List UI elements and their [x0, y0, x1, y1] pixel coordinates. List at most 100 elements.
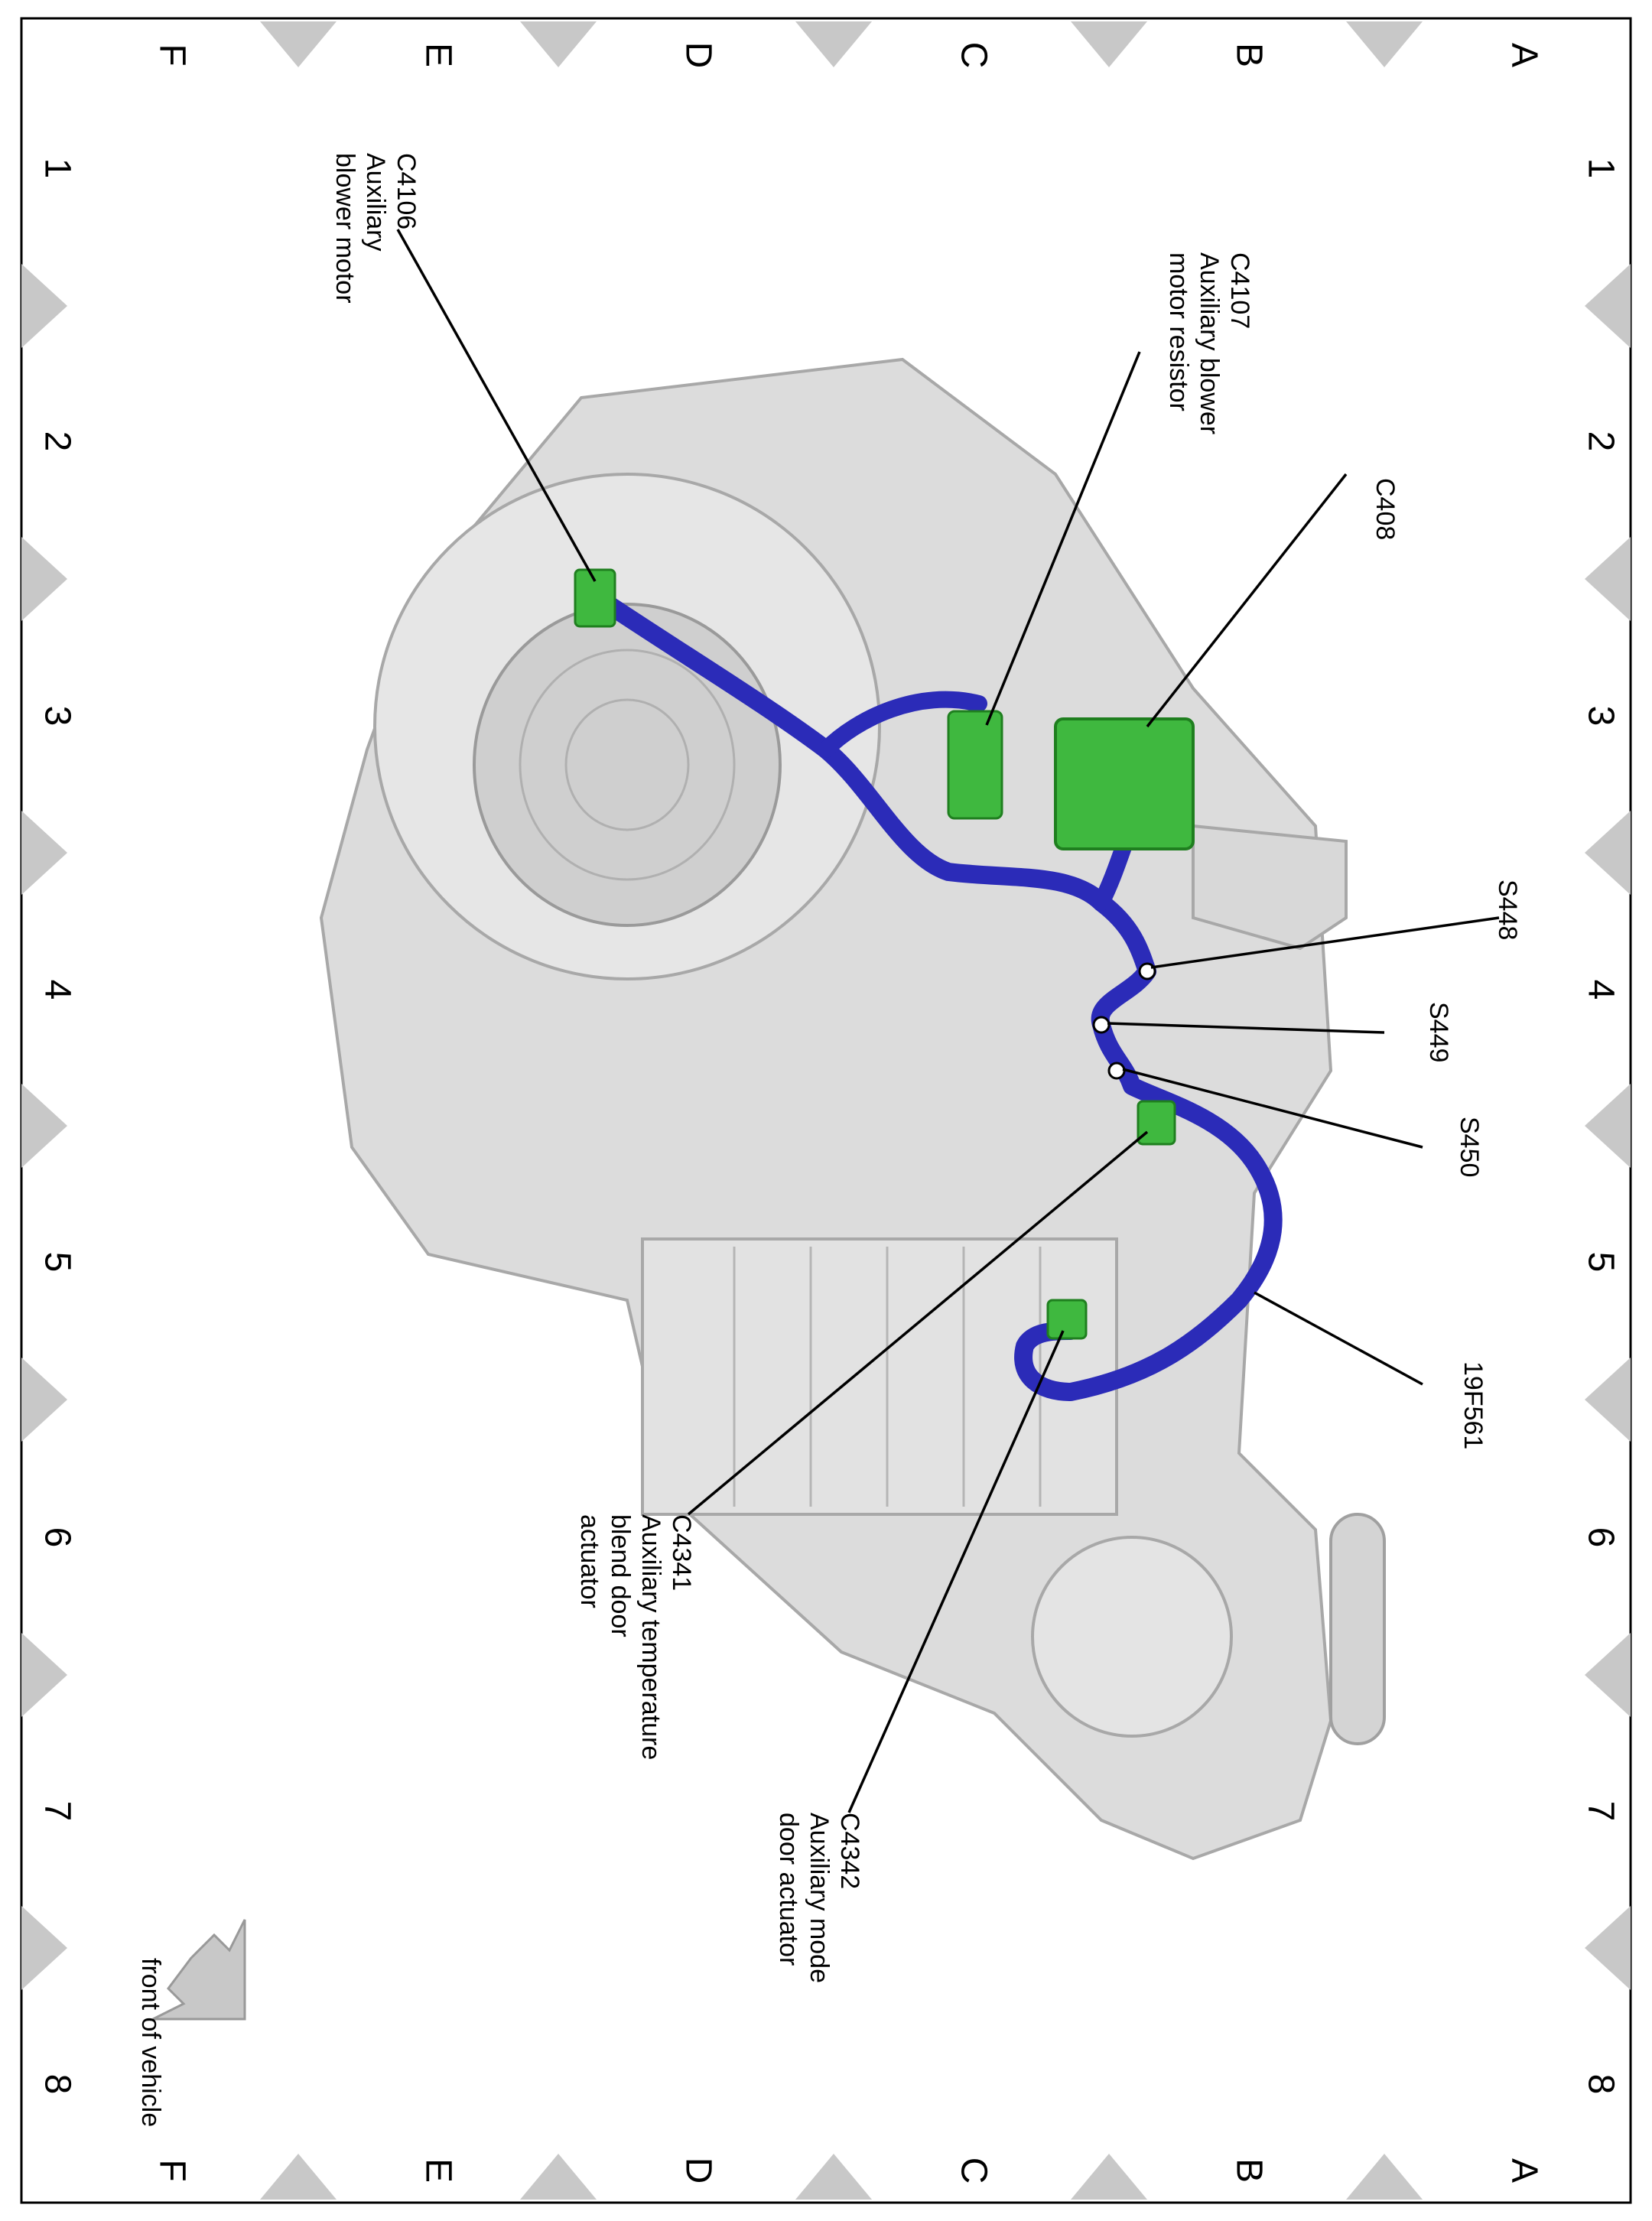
wiring-harness-19f561 — [587, 587, 1283, 1401]
column-label-5: 5 — [37, 1252, 77, 1273]
border-marker-right — [1585, 537, 1631, 621]
row-label-d: D — [678, 2158, 718, 2184]
callout-c4106-line-2: Auxiliary — [361, 153, 390, 251]
row-label-b: B — [1228, 2158, 1269, 2183]
column-label-1: 1 — [37, 158, 77, 179]
column-label-3: 3 — [1580, 706, 1621, 727]
column-label-4: 4 — [37, 980, 77, 1000]
hvac-housing-illustration — [319, 357, 1386, 1861]
callout-c4342-line-3: door actuator — [774, 1813, 803, 1966]
grid-markers — [21, 21, 1631, 2200]
column-label-8: 8 — [37, 2074, 77, 2095]
border-marker-right — [1585, 811, 1631, 895]
callout-c408: C408 — [1371, 478, 1400, 540]
front-of-vehicle-indicator: front of vehicle — [136, 1919, 246, 2127]
row-label-f: F — [151, 2159, 192, 2181]
callout-c4341-line-4: actuator — [575, 1514, 604, 1608]
callout-s448-line-1: S448 — [1493, 880, 1522, 940]
callout-c4342-line-2: Auxiliary mode — [805, 1813, 834, 1983]
harness-branch-resistor — [818, 691, 987, 758]
callout-c4341-line-2: Auxiliary temperature — [636, 1514, 665, 1760]
row-label-c: C — [953, 2158, 993, 2184]
row-label-d: D — [678, 42, 718, 69]
callout-c408-line-1: C408 — [1371, 478, 1400, 540]
callout-19f561-line-1: 19F561 — [1459, 1361, 1488, 1449]
callout-s450-line-1: S450 — [1455, 1117, 1484, 1177]
leader-c4341 — [687, 1130, 1149, 1516]
front-of-vehicle-arrow — [152, 1919, 246, 2021]
border-marker-bottom — [520, 2154, 597, 2200]
callout-s449-line-1: S449 — [1424, 1002, 1453, 1062]
callout-c4107-line-1: C4107 — [1225, 252, 1254, 329]
connector-c4341 — [1137, 1100, 1176, 1146]
callout-s449: S449 — [1424, 1002, 1453, 1062]
connector-c4107 — [947, 710, 1003, 820]
blower-wheel-ring — [519, 649, 736, 881]
border-marker-bottom — [1346, 2154, 1423, 2200]
leader-c4342 — [847, 1330, 1065, 1813]
leader-lines — [396, 229, 1500, 1813]
callout-c4341-line-3: blend door — [606, 1514, 635, 1637]
border-marker-top — [1346, 21, 1423, 67]
leader-19f561 — [1254, 1291, 1423, 1386]
leader-c4106 — [396, 229, 597, 582]
connector-c4342 — [1046, 1299, 1088, 1340]
connector-c4106 — [574, 568, 616, 628]
callout-c4107-line-2: Auxiliary blower — [1195, 252, 1224, 434]
callout-c4106-line-3: blower motor — [330, 153, 359, 304]
row-label-c: C — [953, 42, 993, 69]
connector-c408 — [1054, 717, 1195, 850]
column-label-7: 7 — [37, 1801, 77, 1822]
leader-c408 — [1146, 473, 1348, 728]
row-label-a: A — [1504, 2158, 1544, 2183]
column-label-2: 2 — [37, 431, 77, 452]
column-label-2: 2 — [1580, 431, 1621, 452]
column-label-6: 6 — [1580, 1527, 1621, 1548]
border-marker-left — [21, 1633, 67, 1717]
column-label-6: 6 — [37, 1527, 77, 1548]
border-marker-right — [1585, 264, 1631, 348]
column-label-7: 7 — [1580, 1801, 1621, 1822]
border-marker-bottom — [260, 2154, 337, 2200]
callout-c4342-line-1: C4342 — [835, 1813, 864, 1889]
mounting-bracket — [1192, 824, 1348, 951]
column-label-3: 3 — [37, 706, 77, 727]
callout-19f561: 19F561 — [1459, 1361, 1488, 1449]
row-label-a: A — [1504, 43, 1544, 67]
border-marker-right — [1585, 1084, 1631, 1168]
leader-c4107 — [985, 351, 1141, 726]
front-of-vehicle-label: front of vehicle — [136, 1958, 165, 2127]
splice-s450 — [1107, 1062, 1126, 1080]
leader-s448 — [1150, 916, 1500, 969]
callout-c4341-line-1: C4341 — [667, 1514, 696, 1591]
row-label-e: E — [418, 43, 458, 67]
mode-door-housing — [1031, 1536, 1233, 1738]
leader-s449 — [1107, 1022, 1385, 1034]
heater-pipe — [1329, 1513, 1386, 1745]
splice-s449 — [1092, 1016, 1111, 1034]
border-marker-bottom — [795, 2154, 872, 2200]
column-label-5: 5 — [1580, 1252, 1621, 1273]
border-marker-bottom — [1071, 2154, 1147, 2200]
callout-s448: S448 — [1493, 880, 1522, 940]
border-marker-top — [795, 21, 872, 67]
border-marker-left — [21, 264, 67, 348]
row-label-b: B — [1228, 43, 1269, 67]
border-marker-right — [1585, 1906, 1631, 1990]
border-marker-right — [1585, 1633, 1631, 1717]
column-label-1: 1 — [1580, 158, 1621, 179]
column-label-4: 4 — [1580, 980, 1621, 1000]
border-marker-top — [520, 21, 597, 67]
callout-c4106-line-1: C4106 — [392, 153, 421, 229]
border-marker-left — [21, 811, 67, 895]
border-marker-left — [21, 1358, 67, 1442]
border-marker-left — [21, 537, 67, 621]
row-label-f: F — [151, 44, 192, 66]
border-marker-left — [21, 1906, 67, 1990]
callout-s450: S450 — [1455, 1117, 1484, 1177]
